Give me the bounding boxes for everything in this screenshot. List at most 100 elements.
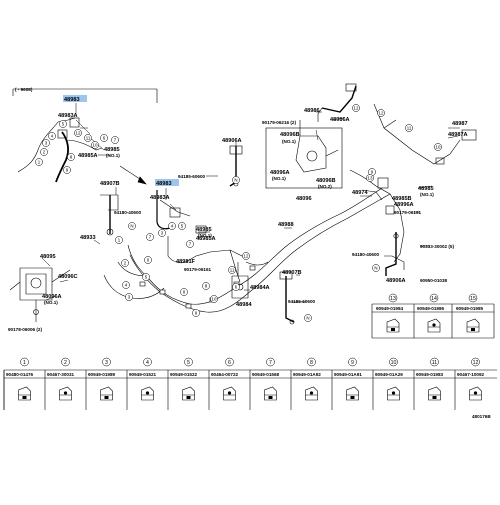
highlight-marks [63,95,179,186]
label-48985-right-no: (NO.1) [420,192,434,197]
part-number: 7 [269,360,272,366]
sensor-link-48907B [279,271,295,325]
callout-circle [228,266,236,274]
label-48096A-left: 48096A [42,294,62,300]
part-number-circle [389,357,398,367]
part-number: 4 [146,360,149,366]
callout-circle [67,153,75,161]
part-number: 14 [431,296,437,302]
callout-11: 11 [228,266,236,274]
callout-10: 10 [210,295,218,303]
callout-circle [186,240,194,248]
callout-5: 5 [178,222,186,230]
callout-circle [372,264,380,272]
label-94185-top: 94185-60600 [178,174,206,179]
callout-number: N [374,266,377,271]
upper-link-48986 [317,83,357,122]
callout-number: 10 [93,143,98,148]
callout-circle [40,148,48,156]
label-48987A: 48987A [448,132,468,138]
clip-icon [386,318,400,333]
part-number-circle [388,293,398,303]
callout-number: 7 [114,138,117,143]
callout-number: 13 [368,176,373,181]
clip-icon [469,386,482,401]
label-48985-top: 48985 [104,147,120,153]
part-number-circle [348,357,357,367]
callout-N: N [372,264,380,272]
callout-4: 4 [168,222,176,230]
part-number-circle [143,357,152,367]
callout-10: 10 [434,143,442,151]
label-90950: 90950-01038 [420,278,448,283]
callout-number: 10 [436,145,441,150]
highlight-48983-top [63,95,87,102]
label-48986: 48986 [304,108,320,114]
callout-number: 4 [125,283,128,288]
callout-number: 8 [205,284,208,289]
callout-number: N [306,316,309,321]
callout-12: 12 [377,109,385,117]
part-number: 3 [105,360,108,366]
label-90179-top: 90179-06216 (2) [262,120,296,125]
callout-circle [242,252,250,260]
clip-icon [100,386,113,401]
callout-circle [192,309,200,317]
callout-number: 11 [407,126,412,131]
callout-number: 1 [38,160,41,165]
clip-icon [223,386,236,401]
callout-number: 12 [76,131,81,136]
clip-icon [346,386,359,401]
highlight-48983-mid [155,179,179,186]
callout-circle [146,233,154,241]
part-number-circle [184,357,193,367]
label-48985-top-no: (NO.1) [106,153,120,158]
part-code: 90949-01A91 [334,372,362,377]
part-code: 90949-01A92 [293,372,321,377]
callout-circle [63,166,71,174]
part-number: 6 [228,360,231,366]
part-number-circle [20,357,29,367]
callout-7: 7 [111,136,119,144]
left-hose-1 [17,117,103,183]
part-code: 90949-01568 [252,372,280,377]
callout-4: 4 [48,132,56,140]
callout-5: 5 [142,273,150,281]
callout-circle [304,314,312,322]
callout-circle [180,288,188,296]
callout-circle [115,236,123,244]
callout-circle [59,120,67,128]
label-94180-left: 94180-40600 [114,210,142,215]
callout-circle [352,104,360,112]
main-brake-lines [103,187,391,313]
callout-number: 7 [189,242,192,247]
callout-circle [91,141,99,149]
callout-6: 6 [100,134,108,142]
callout-number: 11 [86,136,91,141]
clip-icon [141,386,154,401]
clip-icon [182,386,195,401]
callout-8: 8 [180,288,188,296]
callout-number: 8 [183,290,186,295]
parts-table-top-frame [371,303,495,339]
part-number-circle [468,293,478,303]
callout-circle [122,281,130,289]
part-number-circle [225,357,234,367]
part-number-circle [307,357,316,367]
part-number: 10 [391,360,397,366]
callout-10: 10 [91,141,99,149]
part-number: 13 [390,296,396,302]
callout-circle [210,295,218,303]
callout-3: 3 [125,293,133,301]
clip-icon [466,318,480,333]
part-number: 12 [473,360,479,366]
